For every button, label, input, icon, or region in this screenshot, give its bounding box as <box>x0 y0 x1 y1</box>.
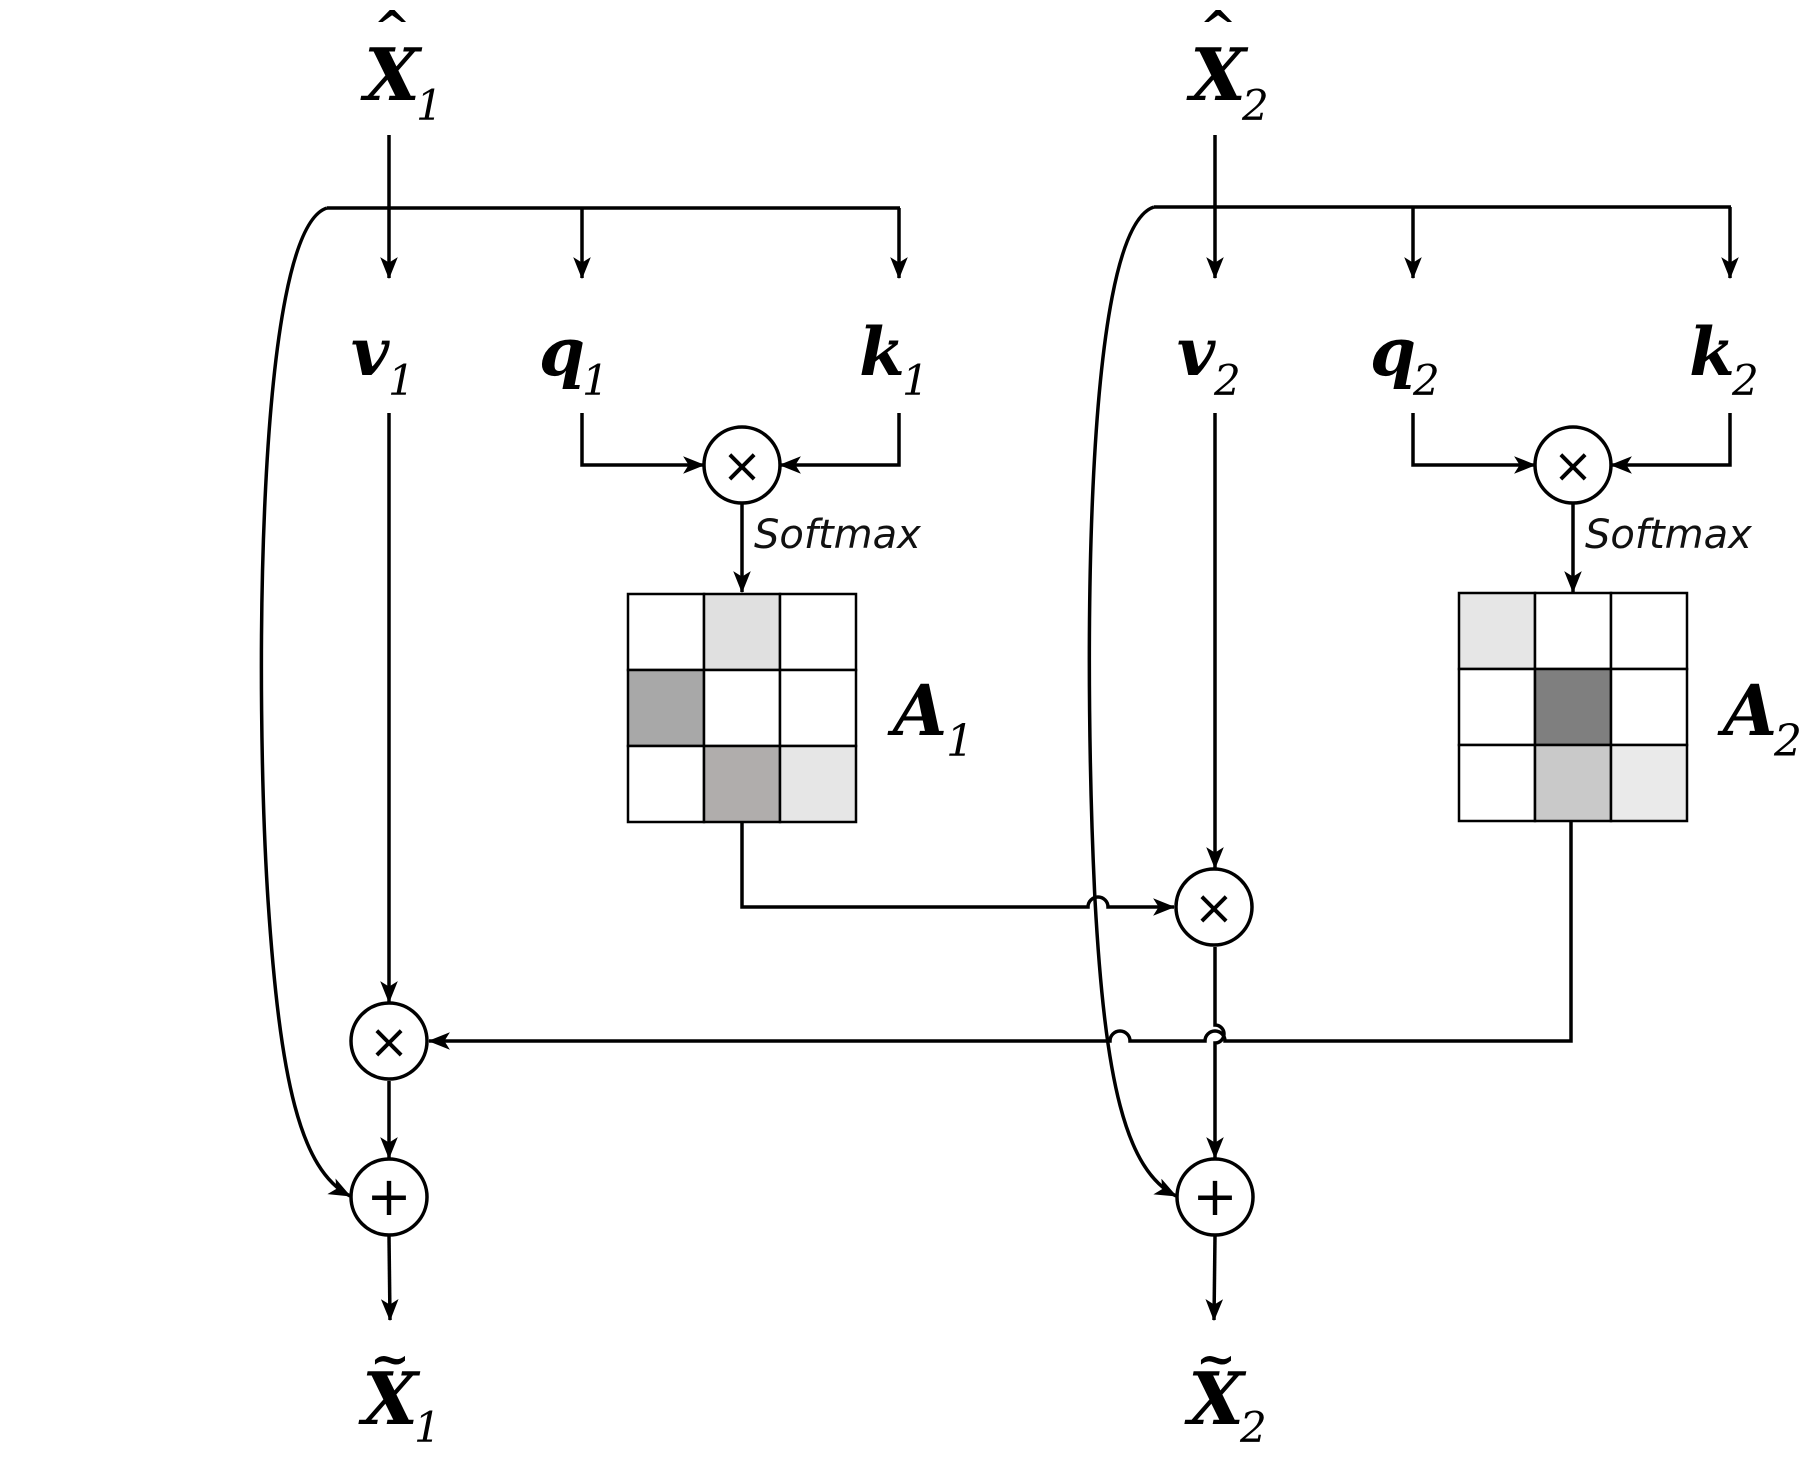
attention-matrix-a1 <box>626 592 858 824</box>
v-symbol: v <box>351 313 390 391</box>
x1-residual-curve <box>259 206 351 1198</box>
hat-accent: ^ <box>374 2 411 53</box>
a-symbol: A <box>887 669 947 752</box>
a1-to-v2-mult <box>740 822 1176 916</box>
a1-label: A 1 <box>887 669 974 767</box>
qk-multiply-node-1: × <box>702 425 782 505</box>
subscript: 1 <box>388 356 415 405</box>
attention-cell <box>778 668 858 748</box>
x2-residual-curve <box>1087 205 1177 1198</box>
attention-cell <box>1457 743 1537 823</box>
qk-multiply-node-2: × <box>1533 425 1613 505</box>
a2-label: A 2 <box>1717 669 1801 767</box>
attention-matrix-a2 <box>1457 591 1689 823</box>
k2-label: k 2 <box>1689 313 1759 405</box>
subscript: 2 <box>1412 356 1440 405</box>
attention-cell <box>778 592 858 672</box>
attention-cell <box>702 744 782 824</box>
subscript: 2 <box>1239 1403 1267 1452</box>
a2-to-v1-mult <box>427 822 1573 1050</box>
q2-to-mult <box>1411 413 1537 474</box>
v-symbol: v <box>1177 313 1216 391</box>
attention-cell <box>626 592 706 672</box>
add-to-out-2 <box>1205 1235 1224 1322</box>
x-symbol: X <box>1186 32 1249 117</box>
input-x1-hat-label: ^ X 1 <box>360 2 443 130</box>
cross-multiply-node-2: × <box>1174 867 1254 947</box>
k1-to-mult <box>778 413 901 474</box>
tilde-accent: ~ <box>1196 1331 1236 1387</box>
multiply-symbol: × <box>369 1014 409 1070</box>
labels: ^ X 1 ^ X 2 v 1 q 1 k 1 v 2 q 2 <box>351 2 1801 1452</box>
subscript: 1 <box>416 81 443 130</box>
attention-cell <box>1533 667 1613 747</box>
add-to-out-1 <box>380 1235 399 1322</box>
multiply-symbol: × <box>1553 438 1593 494</box>
multiply-symbol: × <box>722 438 762 494</box>
attention-cell <box>1609 743 1689 823</box>
subscript: 2 <box>1241 81 1269 130</box>
attention-cell <box>626 744 706 824</box>
add-symbol: + <box>1192 1165 1237 1228</box>
v1-label: v 1 <box>351 313 415 405</box>
wires <box>259 135 1739 1322</box>
attention-cell <box>626 668 706 748</box>
hat-accent: ^ <box>1200 2 1237 53</box>
attention-cell <box>702 668 782 748</box>
a-symbol: A <box>1717 669 1777 752</box>
attention-cell <box>1457 591 1537 671</box>
attention-cell <box>1609 591 1689 671</box>
subscript: 2 <box>1213 356 1241 405</box>
k1-label: k 1 <box>859 313 929 405</box>
subscript: 2 <box>1731 356 1759 405</box>
subscript: 1 <box>414 1403 441 1452</box>
subscript: 1 <box>946 716 974 767</box>
output-x1-tilde-label: ~ X 1 <box>358 1331 441 1452</box>
subscript: 2 <box>1773 716 1801 767</box>
q1-to-mult <box>580 413 706 474</box>
k2-to-mult <box>1609 413 1732 474</box>
attention-cell <box>1457 667 1537 747</box>
q-symbol: q <box>539 313 585 391</box>
multiply-symbol: × <box>1194 880 1234 936</box>
residual-add-node-2: + <box>1175 1157 1255 1237</box>
k-symbol: k <box>1689 313 1735 391</box>
q1-label: q 1 <box>539 313 609 405</box>
k-symbol: k <box>859 313 905 391</box>
attention-cell <box>1609 667 1689 747</box>
softmax-label-1: Softmax <box>754 512 921 558</box>
attention-cell <box>778 744 858 824</box>
q2-label: q 2 <box>1370 313 1440 405</box>
subscript: 1 <box>902 356 929 405</box>
cross-mult-to-add-2 <box>1206 947 1226 1160</box>
operators: × × × × + + <box>349 425 1613 1237</box>
input-x2-hat-label: ^ X 2 <box>1186 2 1269 130</box>
cross-multiply-node-1: × <box>349 1001 429 1081</box>
v2-label: v 2 <box>1177 313 1241 405</box>
q-symbol: q <box>1370 313 1416 391</box>
output-x2-tilde-label: ~ X 2 <box>1184 1331 1267 1452</box>
tilde-accent: ~ <box>370 1331 410 1387</box>
subscript: 1 <box>582 356 609 405</box>
attention-cell <box>1533 743 1613 823</box>
x-symbol: X <box>360 32 423 117</box>
x-symbol: X <box>1184 1356 1247 1441</box>
residual-add-node-1: + <box>349 1157 429 1237</box>
attention-cell <box>1533 591 1613 671</box>
add-symbol: + <box>366 1165 411 1228</box>
attention-cell <box>702 592 782 672</box>
x-symbol: X <box>358 1356 421 1441</box>
softmax-label-2: Softmax <box>1585 512 1752 558</box>
